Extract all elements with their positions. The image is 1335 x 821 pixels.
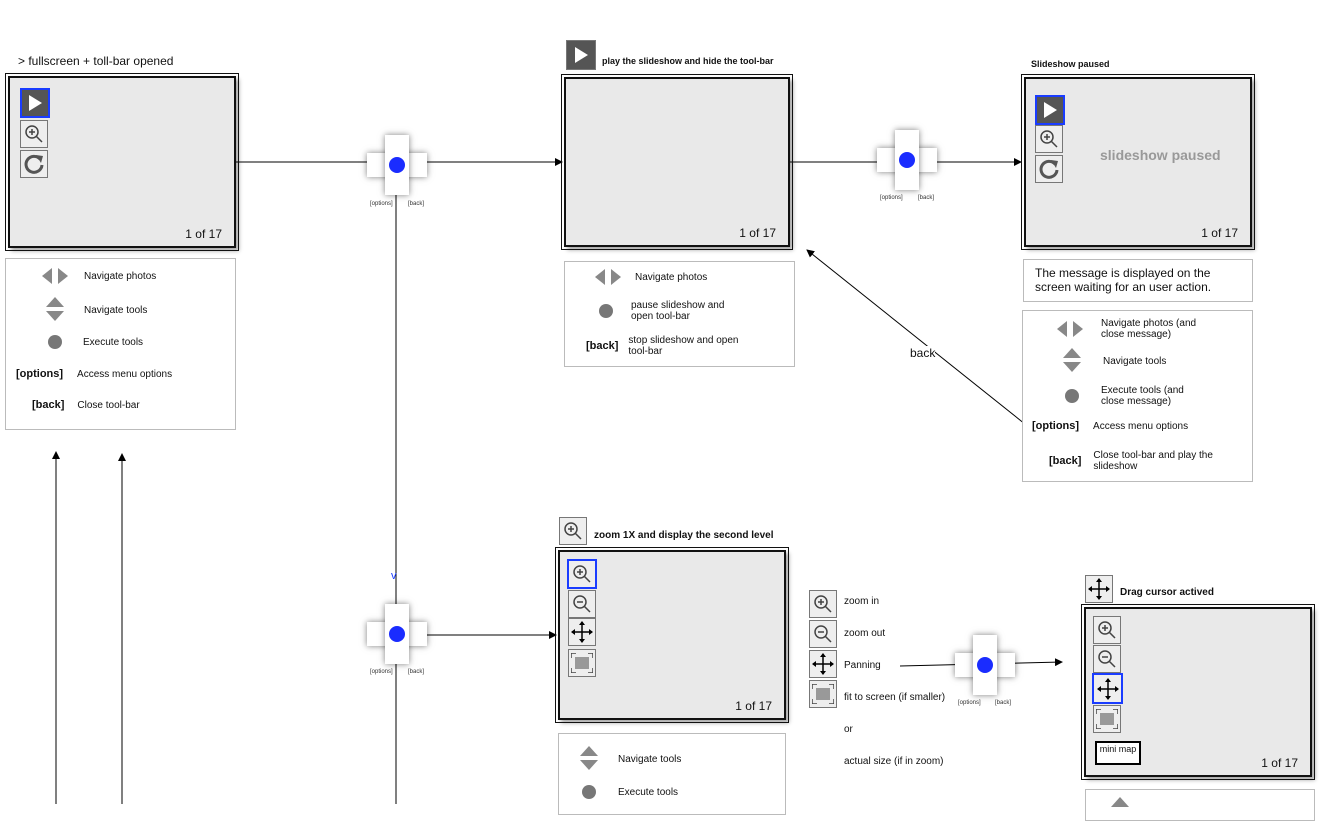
zoom-in-badge: [559, 517, 587, 545]
zoom-in-icon: [564, 522, 582, 540]
up-down-arrows-icon: [1063, 348, 1081, 372]
mini-map: mini map: [1095, 741, 1141, 765]
left-right-arrows-icon: [595, 269, 621, 285]
legend-screen1: Navigate photos Navigate tools Execute t…: [5, 258, 236, 430]
pan-button[interactable]: [568, 618, 596, 646]
remote-dpad: [367, 604, 427, 664]
play-icon-badge: [566, 40, 596, 70]
execute-dot-icon: [599, 304, 613, 318]
legend-screen4: Navigate tools Execute tools: [558, 733, 786, 815]
play-icon: [29, 95, 42, 111]
screen-drag: mini map 1 of 17: [1081, 604, 1315, 780]
legend-screen5: [1085, 789, 1315, 821]
pan-tool: [809, 650, 837, 678]
left-right-arrows-icon: [42, 268, 68, 284]
diagram-title: > fullscreen + toll-bar opened: [18, 54, 174, 68]
zoom-in-icon: [25, 125, 43, 143]
fit-screen-icon: [1096, 709, 1118, 729]
zoom-in-tool: [809, 590, 837, 618]
pan-icon: [1088, 578, 1110, 600]
caption-zoom: zoom 1X and display the second level: [594, 530, 774, 541]
pan-icon: [571, 621, 593, 643]
zoom-out-icon: [1098, 650, 1116, 668]
zoom-out-tool: [809, 620, 837, 648]
up-down-arrows-icon: [46, 297, 64, 321]
zoom-button[interactable]: [20, 120, 48, 148]
fit-tool: [809, 680, 837, 708]
fit-button[interactable]: [1093, 705, 1121, 733]
screen-toolbar-opened: 1 of 17: [5, 73, 239, 251]
remote-dpad: [367, 135, 427, 195]
zoom-out-icon: [814, 625, 832, 643]
execute-dot-icon: [582, 785, 596, 799]
back-arrow-label: back: [910, 346, 936, 360]
legend-screen3: Navigate photos (and close message) Navi…: [1022, 310, 1253, 482]
rotate-icon: [1039, 159, 1059, 179]
paused-message: slideshow paused: [1100, 147, 1221, 163]
legend-screen2: Navigate photos pause slideshow and open…: [564, 261, 795, 367]
paused-note: The message is displayed on the screen w…: [1023, 259, 1253, 302]
pan-badge: [1085, 575, 1113, 603]
photo-counter: 1 of 17: [185, 227, 222, 241]
play-button[interactable]: [20, 88, 50, 118]
fit-screen-icon: [812, 684, 834, 704]
screen-paused: slideshow paused 1 of 17: [1021, 74, 1255, 250]
up-arrow-icon: [1111, 797, 1129, 807]
caption-slideshow: play the slideshow and hide the tool-bar: [602, 56, 774, 66]
remote-dpad: [955, 635, 1015, 695]
left-right-arrows-icon: [1057, 321, 1083, 337]
execute-dot-icon: [1065, 389, 1079, 403]
zoom-out-button[interactable]: [1093, 645, 1121, 673]
rotate-button[interactable]: [1035, 155, 1063, 183]
play-icon: [1044, 102, 1057, 118]
fit-screen-icon: [571, 653, 593, 673]
zoom-in-icon: [814, 595, 832, 613]
caption-paused: Slideshow paused: [1031, 59, 1110, 69]
fit-button[interactable]: [568, 649, 596, 677]
rotate-icon: [24, 154, 44, 174]
up-down-arrows-icon: [580, 746, 598, 770]
pan-button[interactable]: [1092, 673, 1123, 704]
screen-zoom: 1 of 17: [555, 547, 789, 723]
zoom-button[interactable]: [1035, 125, 1063, 153]
play-button[interactable]: [1035, 95, 1065, 125]
caption-drag: Drag cursor actived: [1120, 587, 1214, 598]
execute-dot-icon: [48, 335, 62, 349]
zoom-out-button[interactable]: [568, 590, 596, 618]
zoom-in-icon: [1098, 621, 1116, 639]
zoom-in-icon: [573, 565, 591, 583]
chevron-down-icon: v: [391, 570, 397, 582]
zoom-in-icon: [1040, 130, 1058, 148]
zoom-in-button[interactable]: [567, 559, 597, 589]
pan-icon: [1096, 677, 1119, 700]
zoom-out-icon: [573, 595, 591, 613]
play-icon: [575, 47, 588, 63]
pan-icon: [812, 653, 834, 675]
screen-slideshow: 1 of 17: [561, 74, 793, 250]
remote-dpad: [877, 130, 937, 190]
rotate-button[interactable]: [20, 150, 48, 178]
zoom-in-button[interactable]: [1093, 616, 1121, 644]
